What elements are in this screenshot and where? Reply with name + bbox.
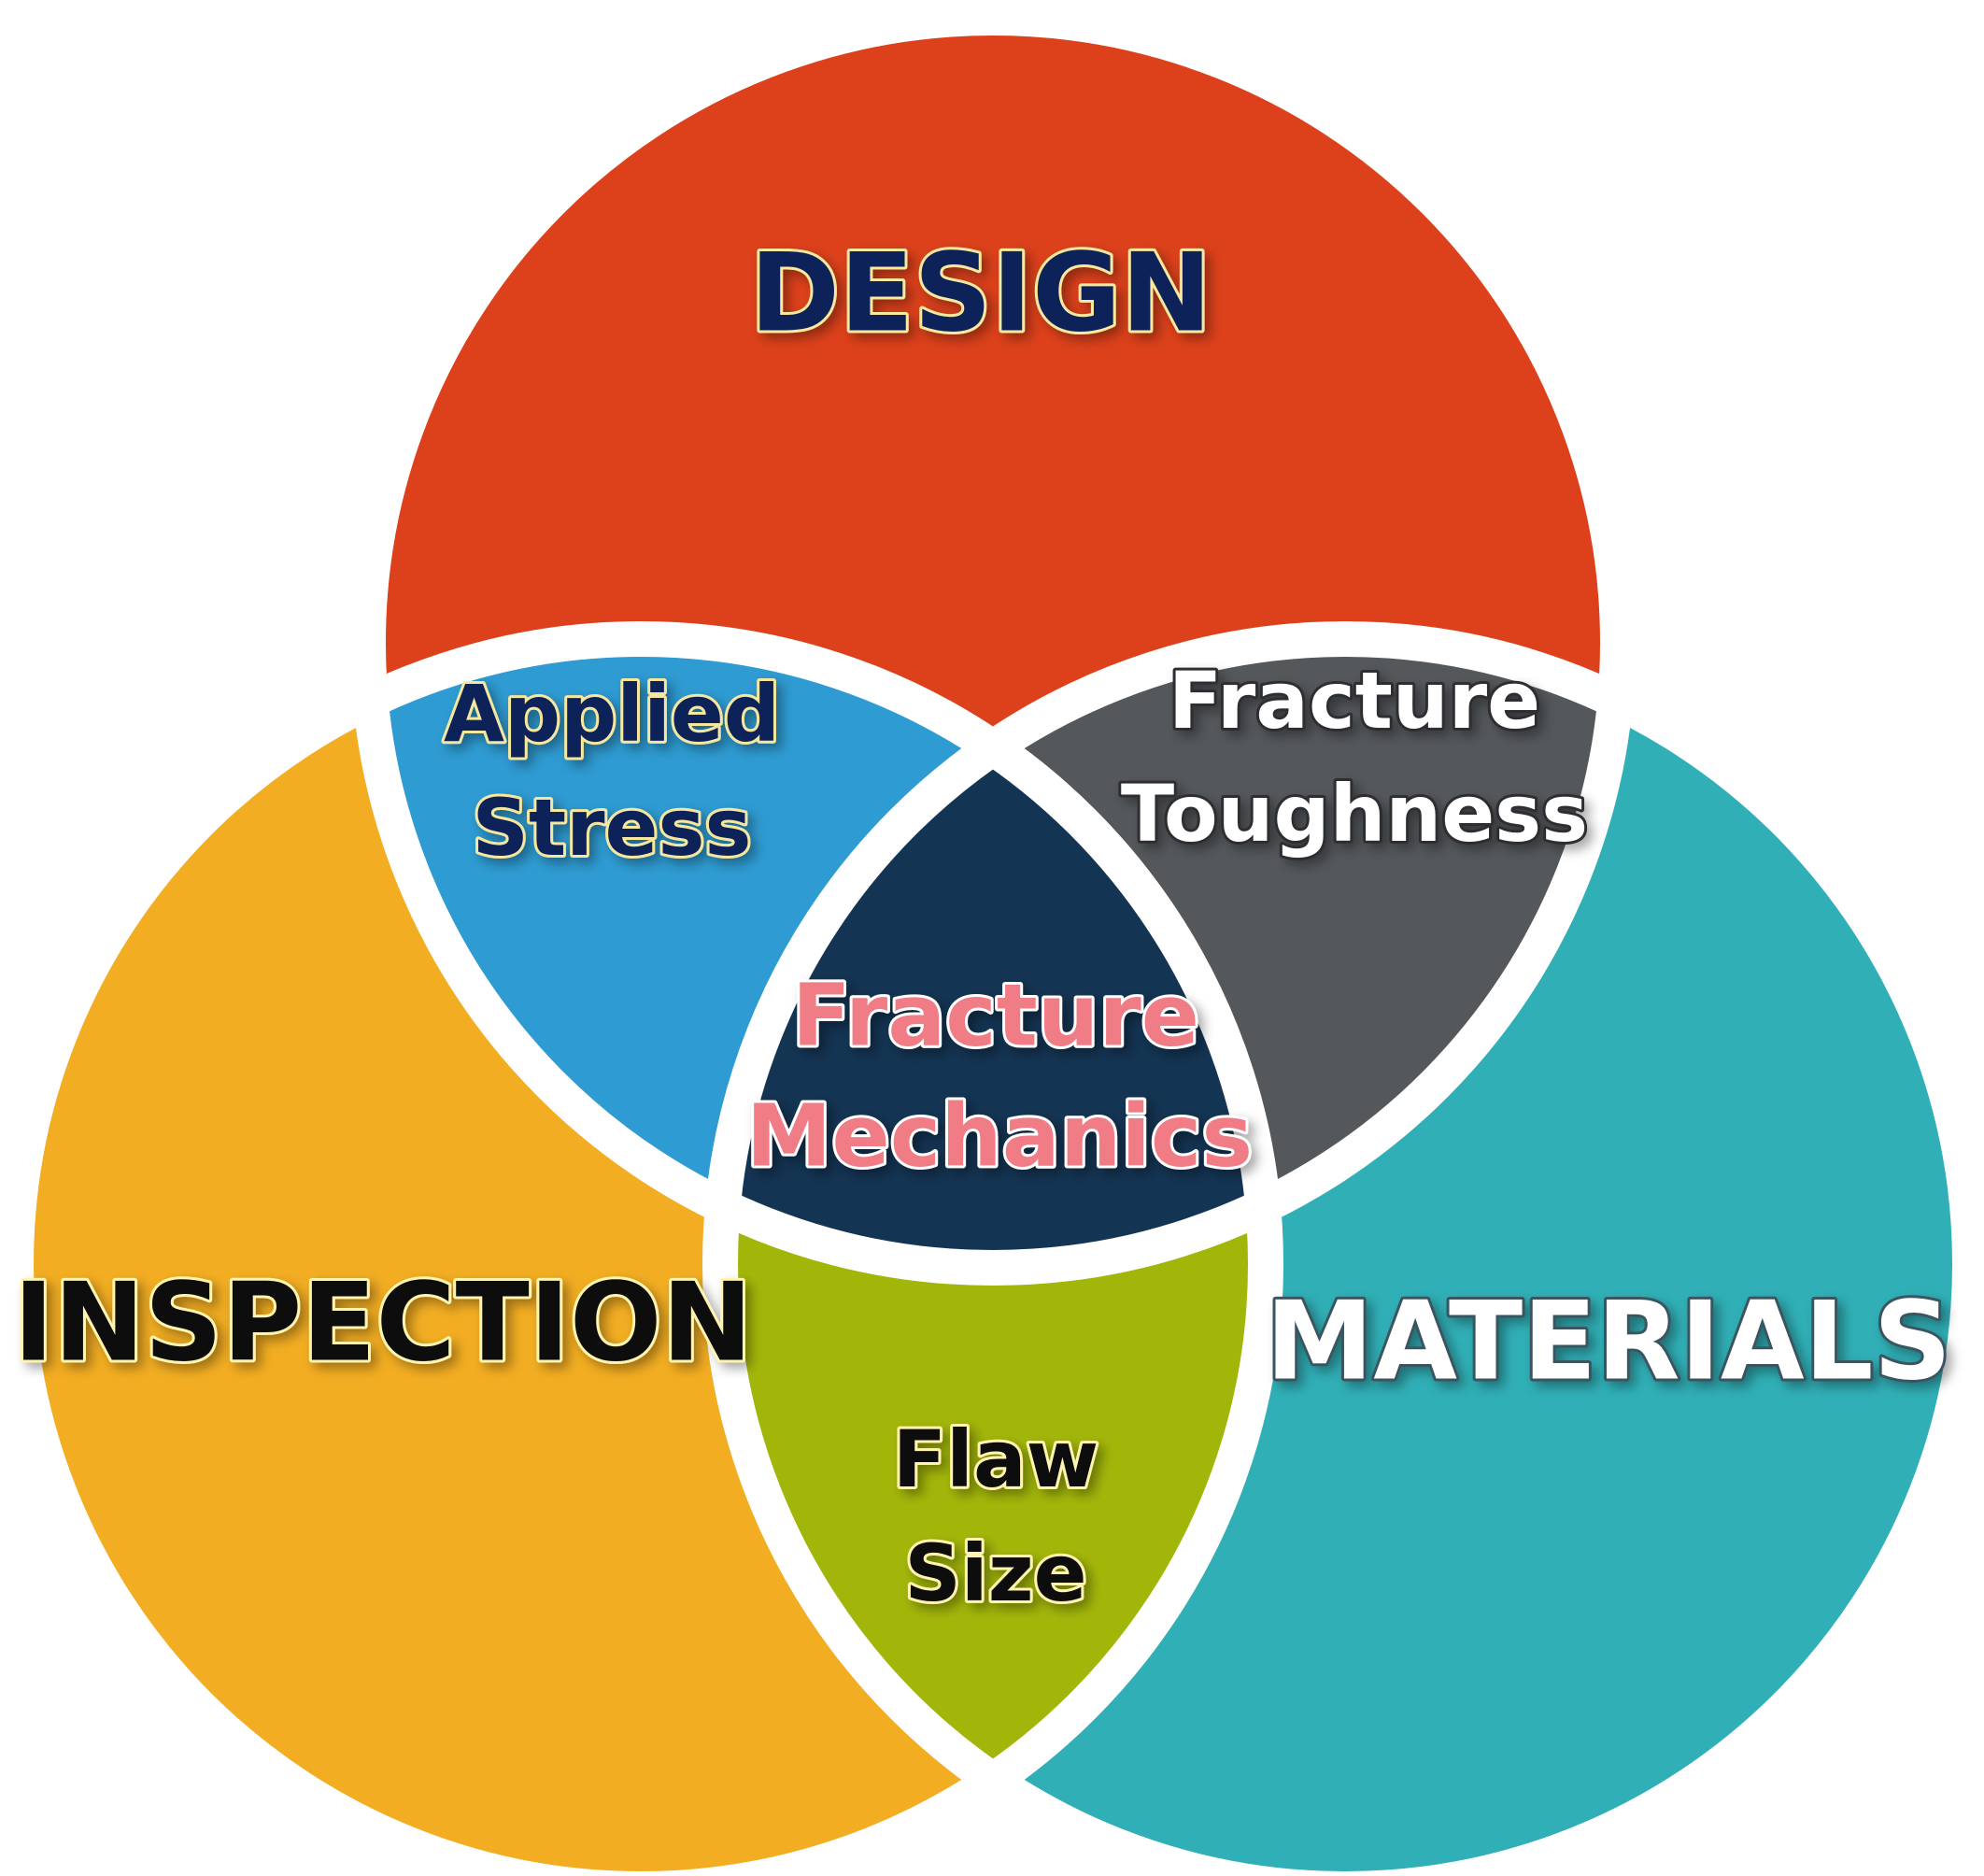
fracture-mechanics-label-line1: Fracture [792, 965, 1199, 1065]
materials-label: MATERIALS [1266, 1279, 1951, 1405]
materials-separator-ring [702, 621, 1984, 1876]
fracture-toughness-label-line1: Fracture [1169, 655, 1540, 746]
flaw-size-label-line1: Flaw [893, 1414, 1098, 1505]
fracture-toughness-label-line2: Toughness [1121, 768, 1588, 860]
inspection-separator-ring [0, 621, 1283, 1876]
inspection-label: INSPECTION [13, 1260, 752, 1386]
flaw-size-label-line2: Size [904, 1528, 1086, 1619]
fracture-mechanics-label-line2: Mechanics [746, 1086, 1253, 1186]
design-separator-ring [350, 0, 1636, 1286]
applied-stress-label-line1: Applied [444, 668, 780, 760]
fracture-mechanics-region [720, 639, 1266, 1268]
applied-stress-label-line2: Stress [472, 782, 751, 874]
design-label: DESIGN [750, 231, 1212, 357]
